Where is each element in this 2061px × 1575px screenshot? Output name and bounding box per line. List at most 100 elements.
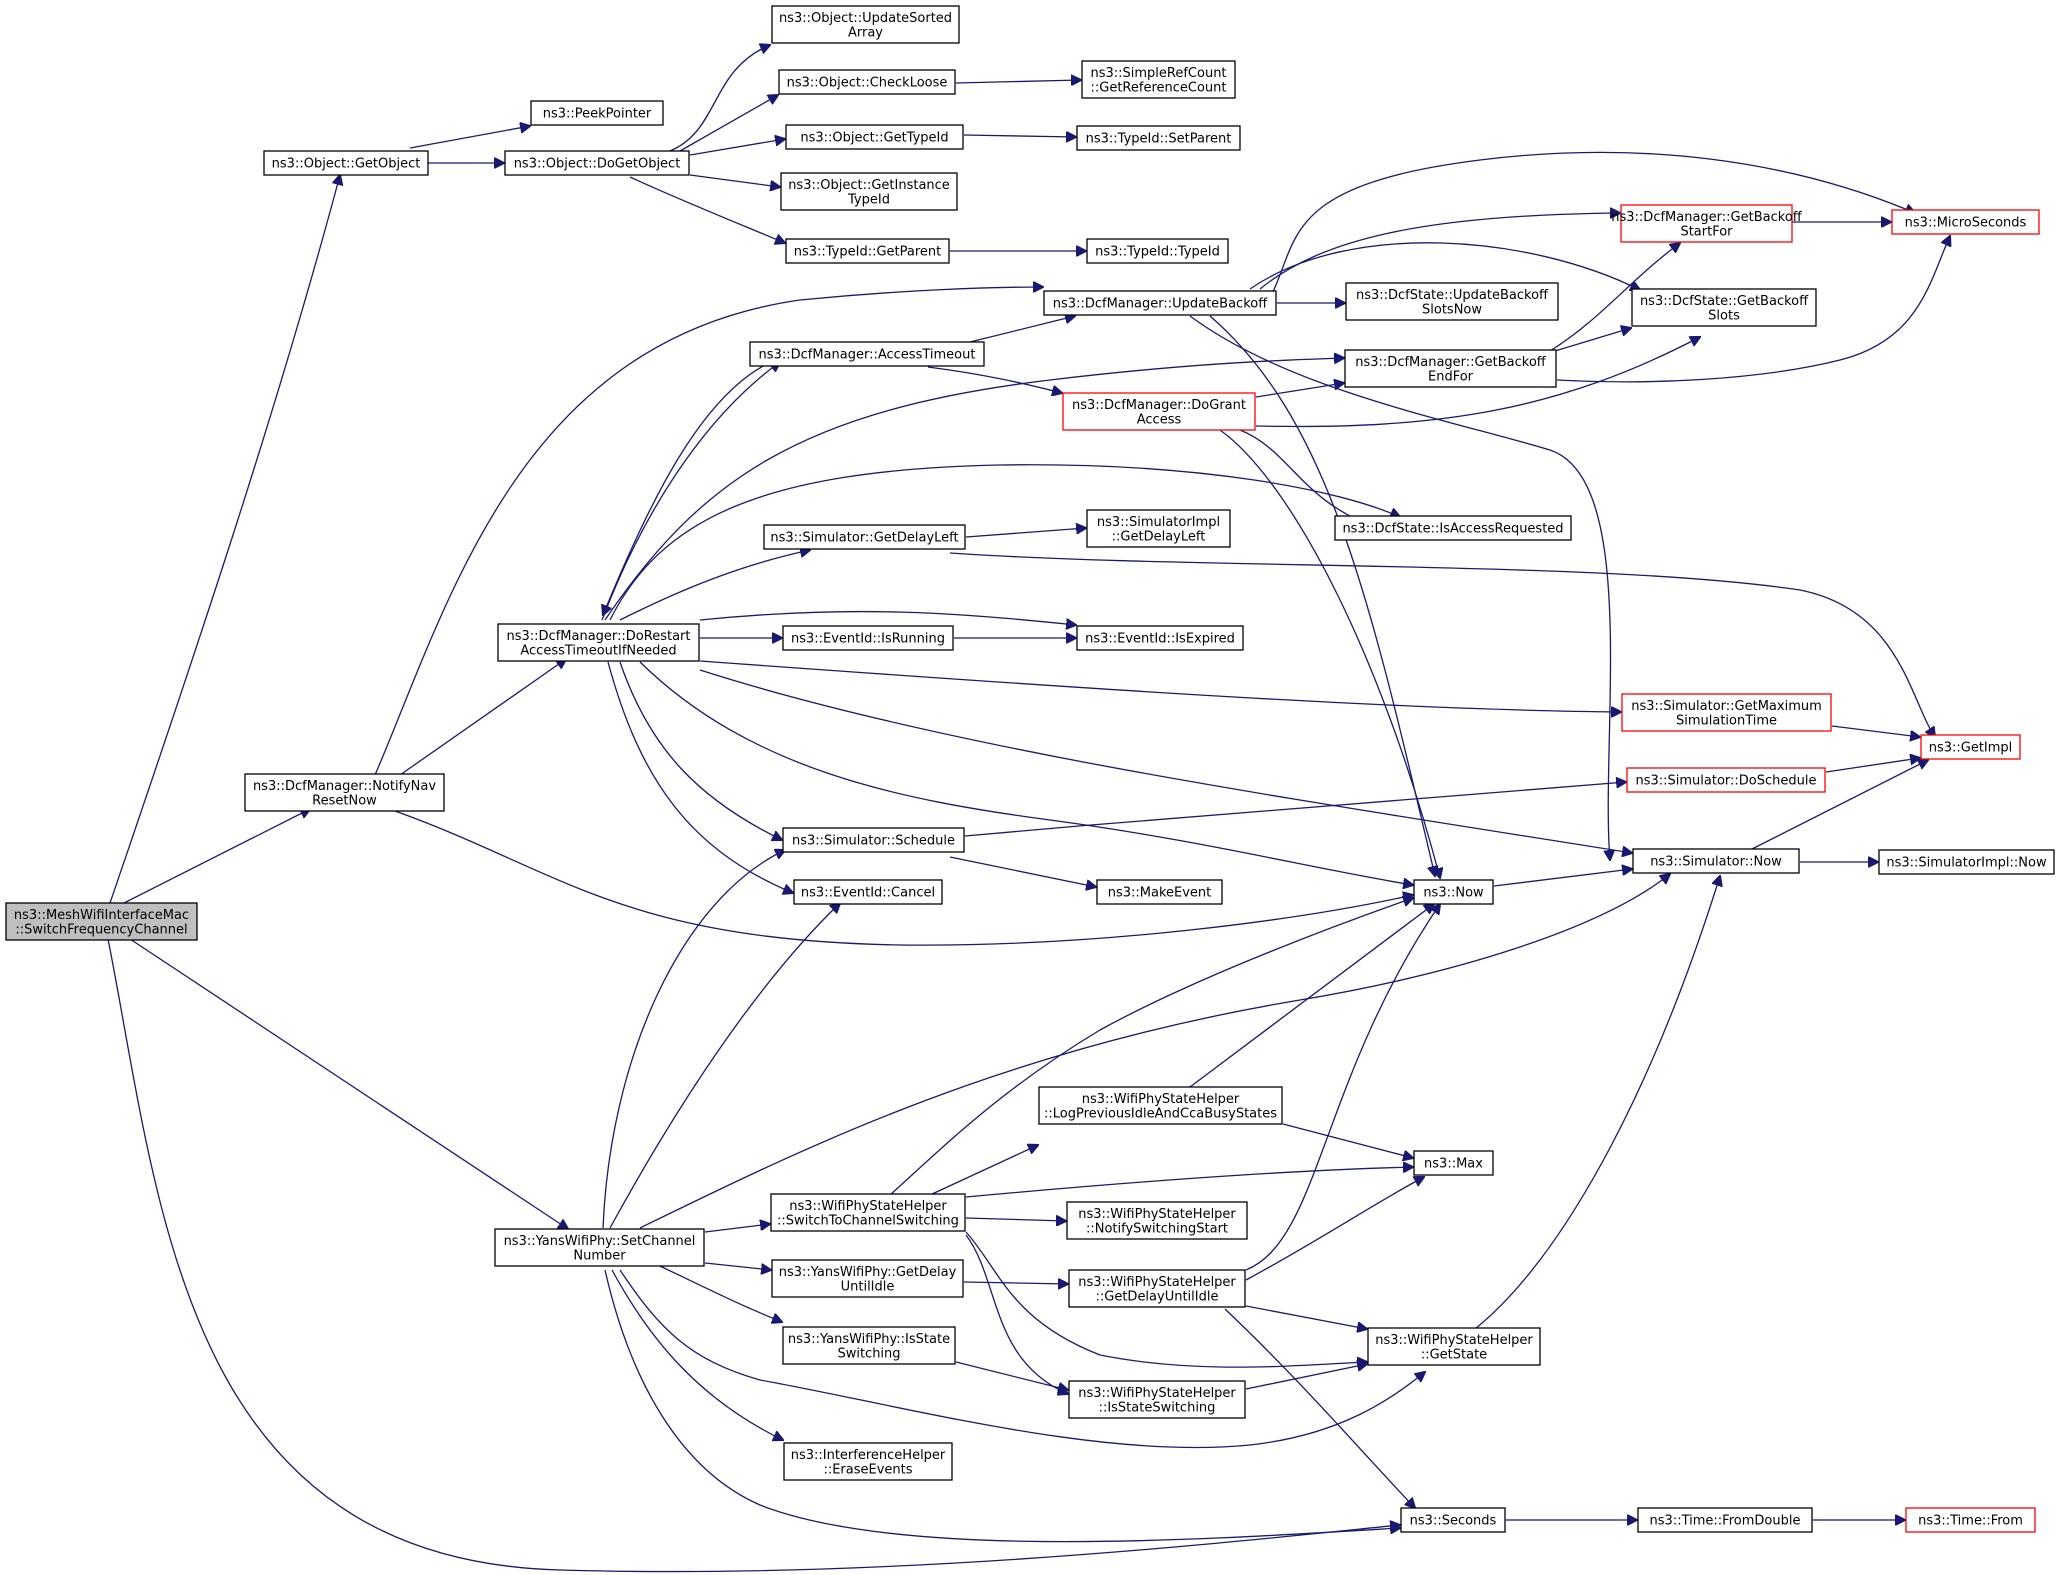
node-makeevent[interactable]: ns3::MakeEvent: [1096, 879, 1223, 905]
node-wifiphystatehelper-getdelayuntilidle[interactable]: ns3::WifiPhyStateHelper::GetDelayUntilId…: [1068, 1269, 1246, 1308]
edge-dogetobject-to-getinst: [689, 174, 780, 187]
node-yanswifiphy-getdelayuntilidle[interactable]: ns3::YansWifiPhy::GetDelayUntilIdle: [771, 1259, 964, 1298]
node-box: [1043, 290, 1277, 316]
node-object-checkloose[interactable]: ns3::Object::CheckLoose: [778, 69, 956, 95]
node-label-line: UntilIdle: [841, 1279, 895, 1294]
edge-dogrant-to-gbend: [1255, 383, 1344, 398]
node-dcfmanager-dorestartaccesstimeoutifneeded[interactable]: ns3::DcfManager::DoRestartAccessTimeoutI…: [497, 623, 700, 662]
edge-getstate-to-simnow: [1474, 876, 1720, 1330]
node-meshwifiinterfacemac-switchfrequencychannel[interactable]: ns3::MeshWifiInterfaceMac::SwitchFrequen…: [5, 902, 198, 941]
node-seconds[interactable]: ns3::Seconds: [1400, 1507, 1506, 1533]
edge-notifynav-to-now: [394, 810, 1413, 946]
node-max[interactable]: ns3::Max: [1413, 1150, 1494, 1176]
node-wifiphystatehelper-getstate[interactable]: ns3::WifiPhyStateHelper::GetState: [1367, 1327, 1541, 1366]
node-label-line: ns3::Simulator::DoSchedule: [1635, 774, 1816, 789]
node-wifiphystatehelper-isstateswitching[interactable]: ns3::WifiPhyStateHelper::IsStateSwitchin…: [1068, 1380, 1246, 1419]
node-microseconds[interactable]: ns3::MicroSeconds: [1891, 209, 2040, 235]
edge-dogetobject-to-checkloose: [679, 95, 778, 152]
node-wifiphystatehelper-logpreviousidleandccabusystates[interactable]: ns3::WifiPhyStateHelper::LogPreviousIdle…: [1038, 1086, 1283, 1125]
nodes: ns3::MeshWifiInterfaceMac::SwitchFrequen…: [5, 5, 2055, 1533]
node-label-line: ns3::Object::GetTypeId: [800, 131, 948, 146]
edge-updbackoff-to-micro: [1269, 151, 1915, 299]
node-label-line: ns3::MakeEvent: [1108, 886, 1212, 901]
edge-setchannel-to-seconds: [604, 1269, 1400, 1543]
node-object-gettypeid[interactable]: ns3::Object::GetTypeId: [785, 124, 964, 150]
node-interferencehelper-eraseevents[interactable]: ns3::InterferenceHelper::EraseEvents: [783, 1442, 953, 1481]
edge-wpsdelay-to-seconds: [1224, 1308, 1415, 1508]
edge-setchannel-to-yansisstate: [659, 1265, 782, 1322]
edge-root-to-notifynav: [119, 809, 310, 906]
edge-schedule-to-makeevent: [949, 856, 1096, 887]
node-now[interactable]: ns3::Now: [1413, 879, 1494, 905]
node-typeid-setparent[interactable]: ns3::TypeId::SetParent: [1076, 125, 1241, 151]
node-typeid-getparent[interactable]: ns3::TypeId::GetParent: [785, 238, 950, 264]
edge-root-to-getobject: [109, 175, 340, 904]
edge-setchannel-to-getstate: [619, 1269, 1425, 1449]
node-time-from[interactable]: ns3::Time::From: [1905, 1507, 2036, 1533]
node-label-line: ns3::MicroSeconds: [1905, 216, 2027, 231]
node-simulatorimpl-now[interactable]: ns3::SimulatorImpl::Now: [1878, 849, 2055, 875]
edge-setchannel-to-schedule: [602, 850, 785, 1229]
edge-yansisstate-to-wpsisstate: [955, 1361, 1068, 1390]
node-peekpointer[interactable]: ns3::PeekPointer: [530, 100, 664, 126]
node-simplerefcount-getreferencecount[interactable]: ns3::SimpleRefCount::GetReferenceCount: [1081, 60, 1236, 99]
edge-getdelay-to-getimpl: [949, 552, 1935, 737]
node-typeid-typeid[interactable]: ns3::TypeId::TypeId: [1086, 238, 1229, 264]
edge-logprev-to-now: [1189, 904, 1434, 1088]
node-box: [1620, 204, 1793, 243]
node-box: [1334, 515, 1572, 541]
node-label-line: ns3::YansWifiPhy::GetDelay: [779, 1265, 957, 1280]
node-label-line: Switching: [837, 1346, 900, 1361]
node-simulator-now[interactable]: ns3::Simulator::Now: [1632, 848, 1800, 874]
node-simulator-schedule[interactable]: ns3::Simulator::Schedule: [782, 827, 965, 853]
edge-updbackoff-to-gbslots: [1249, 242, 1640, 290]
node-yanswifiphy-isstateswitching[interactable]: ns3::YansWifiPhy::IsStateSwitching: [782, 1326, 956, 1365]
edge-switchto-to-max: [965, 1167, 1413, 1198]
node-box: [504, 150, 690, 176]
node-dcfmanager-accesstimeout[interactable]: ns3::DcfManager::AccessTimeout: [749, 341, 985, 367]
node-wifiphystatehelper-switchtochannelswitching[interactable]: ns3::WifiPhyStateHelper::SwitchToChannel…: [770, 1193, 966, 1232]
node-label-line: ns3::SimpleRefCount: [1090, 66, 1226, 81]
node-getimpl[interactable]: ns3::GetImpl: [1920, 734, 2021, 760]
node-object-dogetobject[interactable]: ns3::Object::DoGetObject: [504, 150, 690, 176]
edge-switchto-to-wpsisstate: [965, 1234, 1068, 1394]
node-eventid-isrunning[interactable]: ns3::EventId::IsRunning: [782, 625, 954, 651]
node-label-line: ResetNow: [312, 793, 377, 808]
node-label-line: ns3::DcfManager::NotifyNav: [253, 779, 436, 794]
node-box: [1631, 288, 1817, 327]
node-dcfmanager-updatebackoff[interactable]: ns3::DcfManager::UpdateBackoff: [1043, 290, 1277, 316]
node-box: [749, 341, 985, 367]
node-eventid-cancel[interactable]: ns3::EventId::Cancel: [793, 879, 943, 905]
node-time-fromdouble[interactable]: ns3::Time::FromDouble: [1637, 1507, 1813, 1533]
node-wifiphystatehelper-notifyswitchingstart[interactable]: ns3::WifiPhyStateHelper::NotifySwitching…: [1066, 1201, 1248, 1240]
node-simulator-doschedule[interactable]: ns3::Simulator::DoSchedule: [1626, 767, 1826, 793]
node-label-line: ns3::Object::GetObject: [272, 157, 421, 172]
node-box: [1905, 1507, 2036, 1533]
edge-dorestart-to-acctimeout: [601, 362, 780, 621]
edge-schedule-to-doschedule: [964, 782, 1626, 837]
edge-acctimeout-to-dogrant: [927, 366, 1062, 393]
node-box: [763, 524, 966, 550]
edge-updbackoff-to-gbstart: [1259, 213, 1620, 290]
node-dcfstate-isaccessrequested[interactable]: ns3::DcfState::IsAccessRequested: [1334, 515, 1572, 541]
edge-wpsdelay-to-getstate: [1245, 1305, 1367, 1329]
node-eventid-isexpired[interactable]: ns3::EventId::IsExpired: [1076, 625, 1244, 651]
node-simulator-getdelayleft[interactable]: ns3::Simulator::GetDelayLeft: [763, 524, 966, 550]
node-label-line: ns3::WifiPhyStateHelper: [789, 1199, 947, 1214]
edge-logprev-to-max: [1282, 1123, 1413, 1158]
node-object-getobject[interactable]: ns3::Object::GetObject: [263, 150, 429, 176]
node-simulatorimpl-getdelayleft[interactable]: ns3::SimulatorImpl::GetDelayLeft: [1086, 509, 1231, 548]
node-box: [1400, 1507, 1506, 1533]
node-label-line: ns3::GetImpl: [1929, 741, 2013, 756]
edge-dogetobject-to-updsorted: [669, 45, 770, 152]
